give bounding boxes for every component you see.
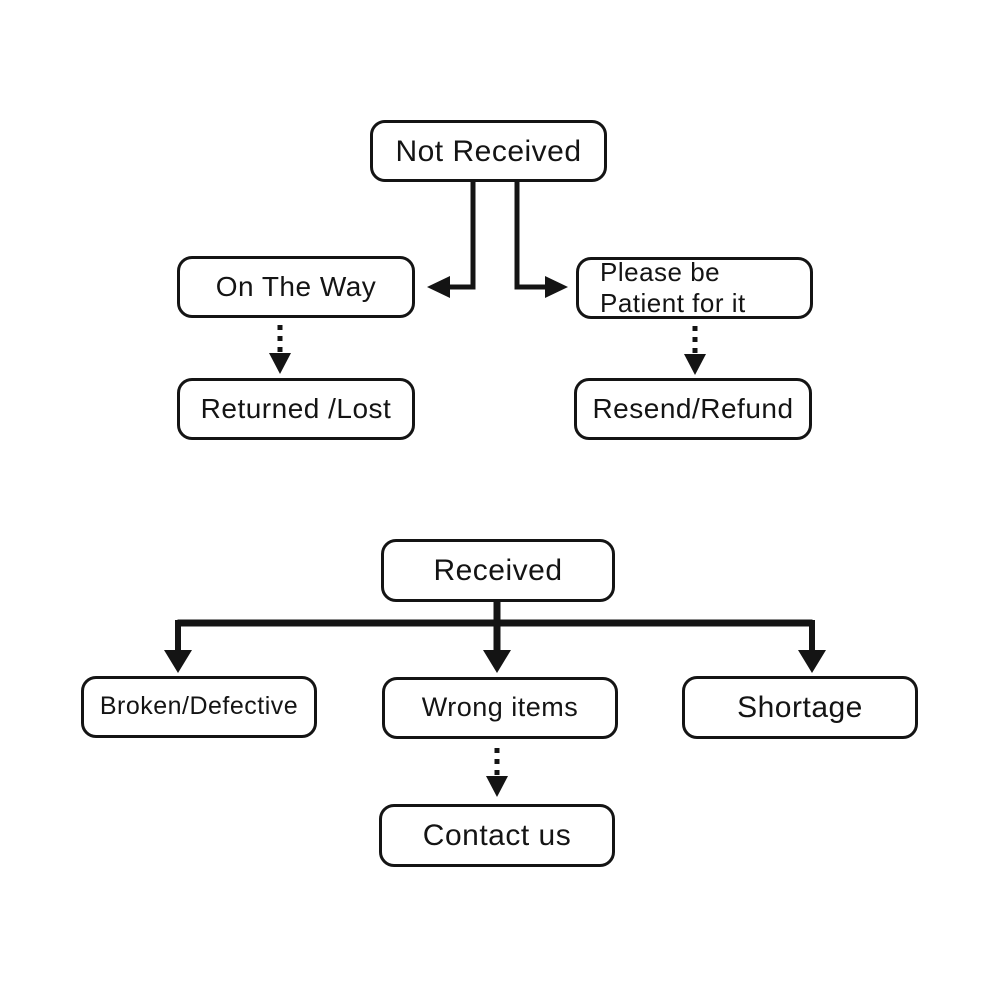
node-on-the-way: On The Way [177, 256, 415, 318]
edge-received-to-wrong-items [483, 620, 511, 673]
edge-please-be-patient-to-resend-refund [684, 326, 706, 375]
node-not-received: Not Received [370, 120, 607, 182]
node-broken-defective: Broken/Defective [81, 676, 317, 738]
edge-on-the-way-to-returned-lost [269, 325, 291, 374]
edge-received-trunk [177, 602, 813, 627]
node-returned-lost: Returned /Lost [177, 378, 415, 440]
edge-not-received-to-on-the-way [427, 181, 476, 298]
node-received: Received [381, 539, 615, 602]
node-wrong-items: Wrong items [382, 677, 618, 739]
node-resend-refund: Resend/Refund [574, 378, 812, 440]
edge-received-to-broken-defective [164, 620, 192, 673]
node-shortage: Shortage [682, 676, 918, 739]
node-please-be-patient: Please be Patient for it [576, 257, 813, 319]
edge-received-to-shortage [798, 620, 826, 673]
node-contact-us: Contact us [379, 804, 615, 867]
edge-not-received-to-please-be-patient [514, 181, 568, 298]
edge-wrong-items-to-contact-us [486, 748, 508, 797]
